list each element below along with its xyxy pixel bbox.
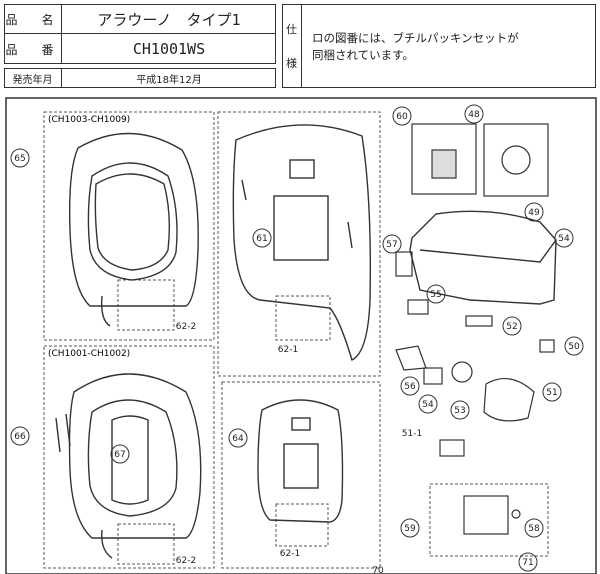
- callout-62-1a: 62-1: [278, 345, 298, 355]
- seat-ring-66: [55, 373, 202, 559]
- spec-box: [282, 4, 596, 88]
- callout-62-2b: 62-2: [176, 556, 196, 566]
- callout-66: 66: [14, 432, 26, 442]
- seat-ring-65: [68, 132, 199, 327]
- callout-54b: 54: [422, 400, 434, 410]
- subframe-62-2a: [117, 279, 175, 331]
- callout-64: 64: [232, 434, 244, 444]
- group-label-bottom-left: (CH1001-CH1002): [48, 349, 130, 359]
- callout-58: 58: [528, 524, 540, 534]
- callout-50: 50: [568, 342, 580, 352]
- release-label: 発売年月: [4, 68, 62, 88]
- callout-51: 51: [546, 388, 557, 398]
- backrest-61: [232, 124, 372, 361]
- callout-54a: 54: [558, 234, 570, 244]
- callout-57: 57: [386, 240, 397, 250]
- callout-61: 61: [256, 234, 267, 244]
- callout-70: 70: [372, 566, 384, 574]
- housing-49: [409, 210, 557, 305]
- spec-label-1: 仕: [286, 23, 297, 36]
- subframe-62-1b: [275, 503, 329, 547]
- product-name-value: アラウーノ タイプ1: [97, 10, 241, 29]
- spec-note: ロの図番には、ブチルパッキンセットが 同梱されています。: [312, 30, 519, 64]
- callout-62-1b: 62-1: [280, 549, 300, 559]
- group-frame-backrest-60: [217, 111, 381, 377]
- diagram-border: [5, 97, 597, 574]
- callout-49: 49: [528, 208, 540, 218]
- callout-55: 55: [430, 290, 441, 300]
- callout-52: 52: [506, 322, 517, 332]
- spec-label-2: 様: [286, 57, 297, 70]
- callout-51-1: 51-1: [402, 429, 422, 439]
- spec-label-column: 仕 様: [282, 4, 302, 88]
- callout-48: 48: [468, 110, 480, 120]
- group-label-top-left: (CH1003-CH1009): [48, 115, 130, 125]
- subframe-62-2b: [117, 523, 175, 565]
- callout-67: 67: [114, 450, 125, 460]
- group-frame-backrest-64: [221, 381, 381, 569]
- spec-note-line2: 同梱されています。: [312, 48, 415, 62]
- callout-65: 65: [14, 154, 25, 164]
- callout-60: 60: [396, 112, 408, 122]
- header-number-row: [4, 34, 276, 64]
- callout-62-2a: 62-2: [176, 322, 196, 332]
- group-frame-bottom-left: [43, 345, 215, 569]
- product-number-value: CH1001WS: [132, 40, 206, 58]
- callout-53: 53: [454, 406, 465, 416]
- product-number-label: 品 番: [4, 34, 62, 64]
- product-name-label: 品 名: [4, 4, 62, 34]
- callout-56: 56: [404, 382, 416, 392]
- subframe-62-1a: [275, 295, 331, 341]
- backrest-64: [257, 399, 344, 523]
- release-value: 平成18年12月: [136, 74, 202, 86]
- group-frame-top-left: [43, 111, 215, 341]
- instruction-sheets-48: [411, 123, 549, 197]
- callout-71: 71: [522, 558, 533, 568]
- spec-note-line1: ロの図番には、ブチルパッキンセットが: [312, 31, 519, 45]
- header-release-row: [4, 68, 276, 88]
- callout-59: 59: [404, 524, 416, 534]
- header-name-row: [4, 4, 276, 34]
- small-parts: [395, 251, 555, 535]
